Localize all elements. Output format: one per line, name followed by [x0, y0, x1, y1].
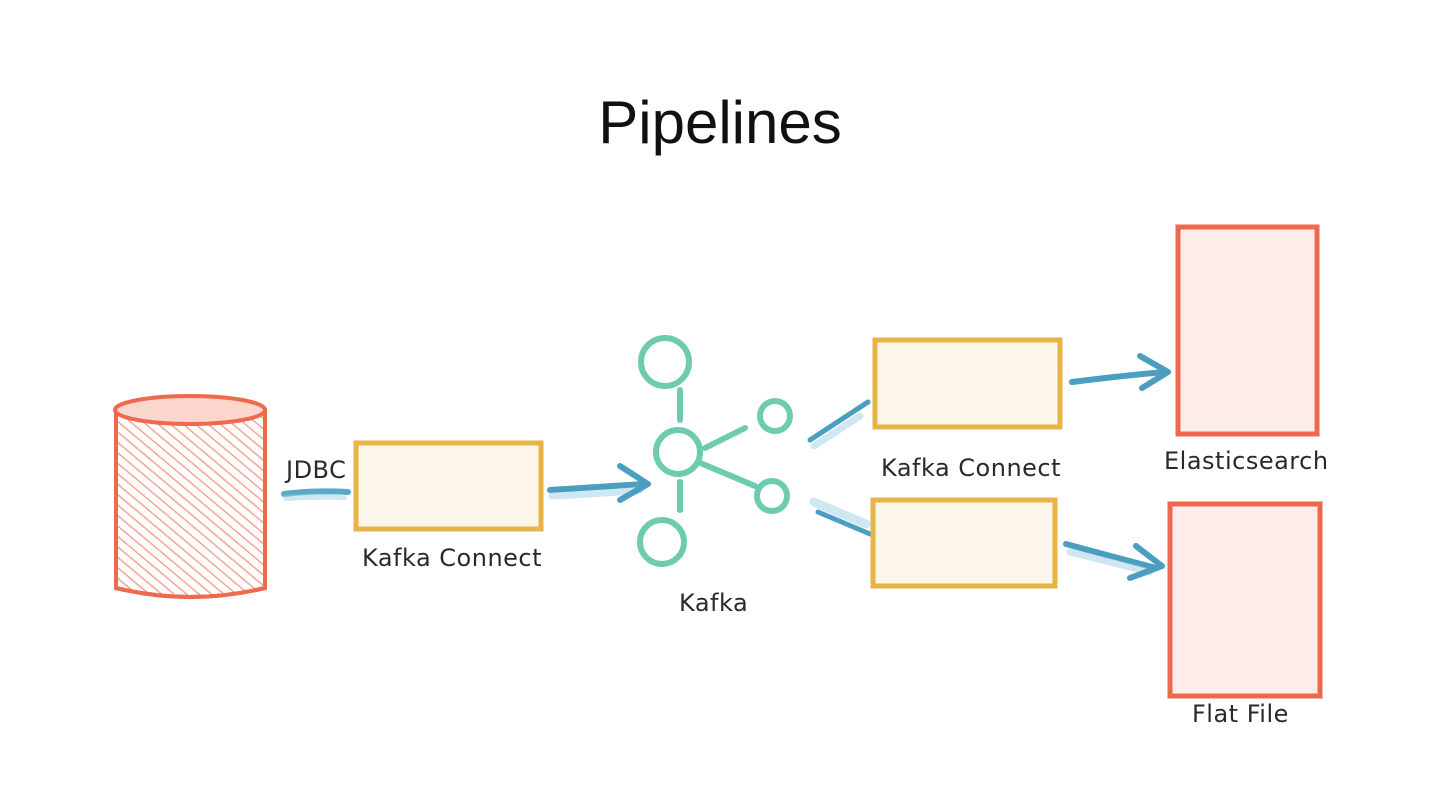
source-connector-box — [353, 440, 544, 532]
source-connector-label: Kafka Connect — [362, 544, 542, 572]
arrow-to-elasticsearch-icon — [1069, 353, 1171, 391]
sink-connector-top-label: Kafka Connect — [881, 454, 1061, 482]
flat-file-label: Flat File — [1192, 700, 1289, 728]
kafka-label: Kafka — [679, 589, 748, 617]
elasticsearch-box — [1175, 224, 1320, 437]
jdbc-link — [281, 488, 351, 501]
sink-connector-top-box — [872, 337, 1063, 430]
jdbc-label: JDBC — [284, 456, 346, 484]
arrow-to-flat-file-icon — [1063, 541, 1165, 581]
flat-file-box — [1167, 501, 1323, 699]
arrow-to-kafka-icon — [547, 463, 651, 503]
elasticsearch-label: Elasticsearch — [1164, 447, 1329, 475]
kafka-to-sink-links — [807, 399, 873, 537]
sink-connector-bottom-box — [870, 497, 1058, 589]
database-icon — [113, 394, 267, 599]
page-title: Pipelines — [598, 89, 842, 156]
kafka-cluster-icon — [637, 335, 793, 567]
